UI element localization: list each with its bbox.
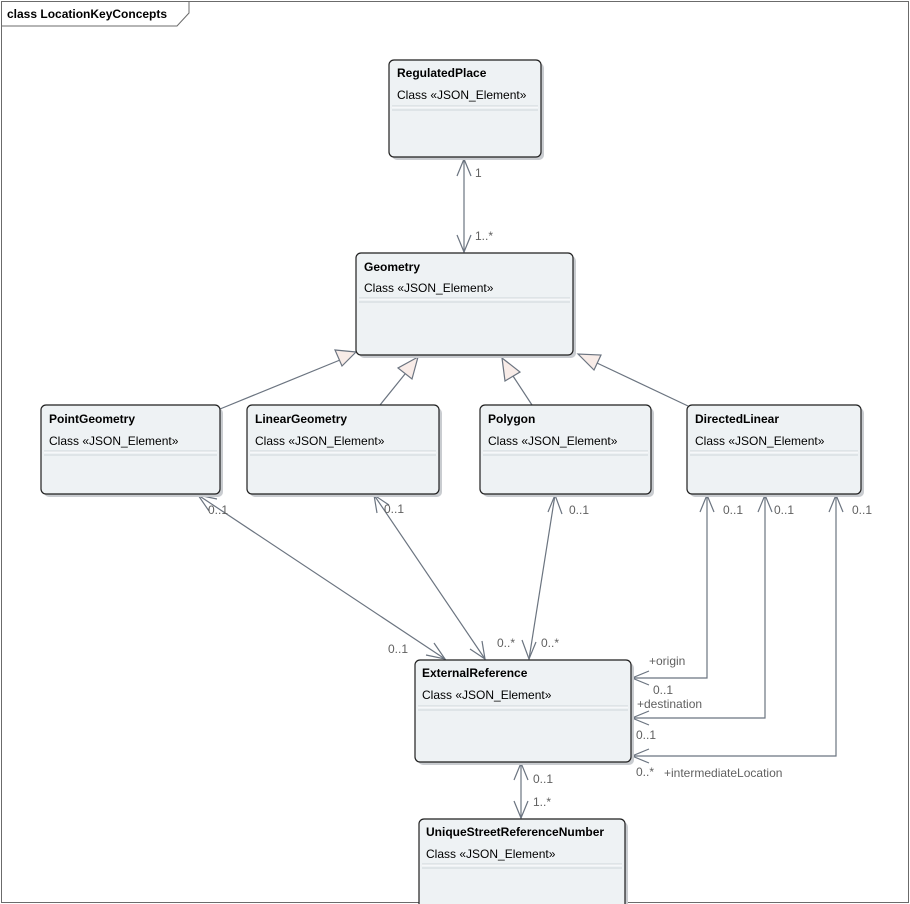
class-directed-linear[interactable]: DirectedLinear Class «JSON_Element» — [686, 404, 864, 497]
multiplicity-label: 0..1 — [384, 502, 404, 516]
role-label-intermediate-location: +intermediateLocation — [664, 766, 782, 780]
multiplicity-label: 0..1 — [852, 503, 872, 517]
association-regulatedplace-geometry[interactable] — [456, 157, 472, 254]
class-stereotype: Class «JSON_Element» — [422, 688, 552, 702]
multiplicity-label: 0..1 — [774, 503, 794, 517]
class-stereotype: Class «JSON_Element» — [364, 281, 494, 295]
class-polygon[interactable]: Polygon Class «JSON_Element» — [479, 404, 654, 497]
class-stereotype: Class «JSON_Element» — [49, 434, 179, 448]
class-stereotype: Class «JSON_Element» — [426, 847, 556, 861]
multiplicity-label: 0..1 — [636, 728, 656, 742]
association-intermediate-location[interactable] — [630, 493, 844, 764]
multiplicity-label: 0..1 — [208, 503, 228, 517]
class-stereotype: Class «JSON_Element» — [695, 434, 825, 448]
multiplicity-label: 0..1 — [653, 683, 673, 697]
class-geometry[interactable]: Geometry Class «JSON_Element» — [355, 252, 576, 358]
connector-labels: 1 1..* 0..1 0..1 0..1 0..* 0..1 0..* 0..… — [208, 166, 872, 809]
generalization-polygon[interactable] — [501, 356, 533, 406]
generalization-directed-linear[interactable] — [576, 353, 689, 407]
multiplicity-label: 0..1 — [723, 503, 743, 517]
generalization-point-geometry[interactable] — [219, 349, 358, 410]
class-external-reference[interactable]: ExternalReference Class «JSON_Element» — [414, 659, 634, 765]
class-unique-street-reference-number[interactable]: UniqueStreetReferenceNumber Class «JSON_… — [418, 818, 628, 904]
class-stereotype: Class «JSON_Element» — [397, 88, 527, 102]
class-point-geometry[interactable]: PointGeometry Class «JSON_Element» — [40, 404, 223, 497]
generalization-linear-geometry[interactable] — [379, 355, 419, 406]
diagram-title: class LocationKeyConcepts — [7, 7, 167, 21]
multiplicity-label: 0..* — [636, 765, 654, 779]
class-name: ExternalReference — [422, 666, 528, 680]
class-stereotype: Class «JSON_Element» — [488, 434, 618, 448]
multiplicity-label: 1..* — [533, 795, 551, 809]
class-name: PointGeometry — [49, 412, 135, 426]
multiplicity-label: 0..1 — [533, 772, 553, 786]
role-label-origin: +origin — [649, 654, 685, 668]
multiplicity-label: 0..* — [541, 636, 559, 650]
multiplicity-label: 0..1 — [388, 642, 408, 656]
connectors — [196, 157, 844, 904]
association-point-extref[interactable] — [196, 494, 447, 660]
multiplicity-label: 1..* — [475, 229, 493, 243]
class-regulated-place[interactable]: RegulatedPlace Class «JSON_Element» — [388, 59, 544, 160]
multiplicity-label: 1 — [475, 166, 482, 180]
class-name: Polygon — [488, 412, 535, 426]
association-linear-extref[interactable] — [373, 493, 486, 661]
role-label-destination: +destination — [637, 697, 702, 711]
class-stereotype: Class «JSON_Element» — [255, 434, 385, 448]
association-polygon-extref[interactable] — [521, 493, 563, 661]
class-name: DirectedLinear — [695, 412, 779, 426]
class-name: LinearGeometry — [255, 412, 347, 426]
multiplicity-label: 0..* — [497, 636, 515, 650]
multiplicity-label: 0..1 — [569, 503, 589, 517]
class-name: RegulatedPlace — [397, 66, 487, 80]
diagram-frame-tab — [1, 1, 190, 27]
class-name: UniqueStreetReferenceNumber — [426, 825, 604, 839]
class-name: Geometry — [364, 260, 420, 274]
class-linear-geometry[interactable]: LinearGeometry Class «JSON_Element» — [246, 404, 442, 497]
